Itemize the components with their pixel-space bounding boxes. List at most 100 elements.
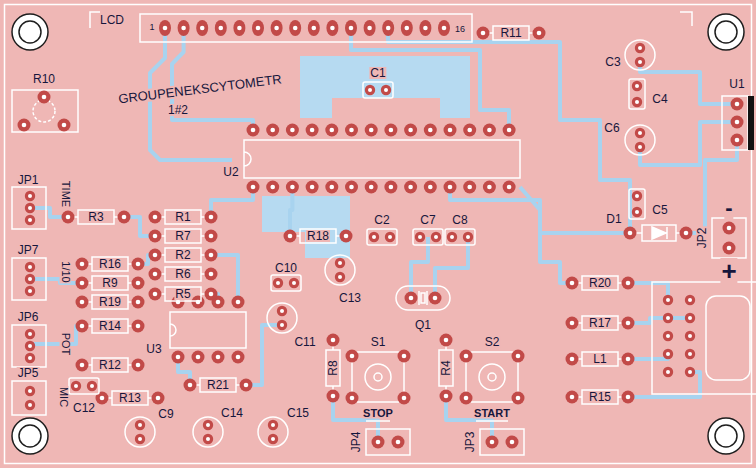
pad bbox=[398, 350, 411, 363]
capacitor-symbol bbox=[271, 275, 301, 291]
crystal-outline bbox=[396, 286, 450, 310]
part-label: R21 bbox=[206, 379, 230, 391]
pad bbox=[18, 119, 31, 132]
mounting-hole bbox=[708, 14, 744, 50]
button-function: STOP bbox=[362, 408, 394, 419]
pad bbox=[25, 191, 35, 201]
part-label: C12 bbox=[72, 402, 96, 414]
board-edge bbox=[5, 5, 752, 464]
electrolytic-capacitor bbox=[325, 255, 355, 285]
trace bbox=[30, 279, 82, 283]
trace bbox=[290, 187, 292, 236]
resistor-symbol bbox=[149, 287, 218, 301]
trace bbox=[628, 318, 690, 323]
part-label: C2 bbox=[373, 214, 390, 226]
pad bbox=[212, 351, 225, 364]
part-label: C4 bbox=[651, 93, 668, 105]
mounting-hole bbox=[12, 418, 48, 454]
pad bbox=[25, 203, 35, 213]
capacitor-symbol bbox=[445, 229, 475, 245]
part-label: C13 bbox=[338, 292, 362, 304]
part-label: Q1 bbox=[414, 319, 432, 331]
part-label: JP7 bbox=[17, 244, 40, 256]
resistor-symbol bbox=[566, 316, 635, 330]
pad bbox=[25, 386, 35, 396]
part-label: R1 bbox=[174, 211, 191, 223]
part-label: C15 bbox=[286, 407, 310, 419]
board-title: GROUPENEKSCYTOMETR bbox=[117, 72, 284, 105]
crystal-symbol bbox=[419, 291, 427, 305]
capacitor-symbol bbox=[629, 79, 645, 109]
part-label: C3 bbox=[604, 56, 621, 68]
switch-button bbox=[488, 373, 496, 381]
corner-mark bbox=[680, 12, 692, 26]
pads bbox=[18, 91, 744, 449]
part-label: R17 bbox=[588, 317, 612, 329]
jumper-function: 1/10 bbox=[60, 260, 71, 283]
capacitor-symbol bbox=[629, 189, 645, 219]
part-label: R6 bbox=[174, 268, 191, 280]
pad bbox=[346, 350, 359, 363]
pad bbox=[731, 134, 744, 147]
trace bbox=[435, 237, 468, 298]
ic-pads bbox=[247, 124, 516, 137]
board-version: 1#2 bbox=[167, 104, 189, 116]
jumper-outline bbox=[12, 381, 46, 415]
pad bbox=[172, 351, 185, 364]
pad bbox=[192, 296, 205, 309]
resistor-symbol bbox=[477, 26, 546, 40]
pad bbox=[723, 242, 736, 255]
mounting-hole bbox=[708, 418, 744, 454]
switch-button bbox=[479, 364, 505, 390]
part-label: R15 bbox=[588, 391, 612, 403]
switch-button bbox=[374, 373, 382, 381]
part-label: JP5 bbox=[17, 367, 40, 379]
resistor-symbol bbox=[149, 267, 218, 281]
pad bbox=[685, 367, 695, 377]
part-label: U3 bbox=[145, 343, 162, 355]
pad bbox=[663, 313, 673, 323]
electrolytic-capacitor bbox=[258, 417, 288, 447]
pad bbox=[25, 215, 35, 225]
pad bbox=[486, 436, 499, 449]
electrolytic-capacitor bbox=[125, 417, 155, 447]
resistor-symbol bbox=[149, 210, 218, 224]
mounting-holes bbox=[12, 14, 744, 454]
pad bbox=[460, 350, 473, 363]
pad bbox=[398, 392, 411, 405]
pad bbox=[372, 436, 385, 449]
capacitor-symbol bbox=[413, 229, 443, 245]
trace bbox=[211, 187, 253, 217]
jumper-function: TIME bbox=[60, 180, 71, 208]
part-label: R13 bbox=[118, 392, 142, 404]
diode-outline bbox=[642, 225, 676, 241]
part-label: R14 bbox=[98, 320, 122, 332]
part-label: JP3 bbox=[464, 431, 476, 454]
pad bbox=[192, 351, 205, 364]
copper-pour bbox=[262, 56, 470, 258]
capacitor-symbols bbox=[69, 40, 655, 447]
part-label: JP2 bbox=[696, 227, 708, 250]
part-label: U2 bbox=[222, 166, 239, 178]
resistor-symbol bbox=[76, 257, 145, 271]
part-label: C8 bbox=[451, 214, 468, 226]
ic-notch bbox=[170, 324, 176, 336]
pad bbox=[429, 292, 442, 305]
part-label: R2 bbox=[174, 249, 191, 261]
trace bbox=[411, 237, 428, 298]
pad bbox=[663, 349, 673, 359]
pad bbox=[58, 119, 71, 132]
jumper-outline bbox=[366, 429, 410, 455]
resistor-symbol bbox=[76, 295, 145, 309]
part-label: R12 bbox=[98, 359, 122, 371]
part-label: R10 bbox=[32, 73, 56, 85]
part-label: S1 bbox=[370, 336, 387, 348]
part-label: R19 bbox=[98, 296, 122, 308]
pad bbox=[680, 227, 693, 240]
part-label: L1 bbox=[592, 353, 607, 365]
jumper-outline bbox=[12, 325, 46, 367]
part-label: R8 bbox=[327, 359, 339, 376]
ic-pads bbox=[247, 181, 516, 194]
switch-outline bbox=[466, 352, 518, 402]
